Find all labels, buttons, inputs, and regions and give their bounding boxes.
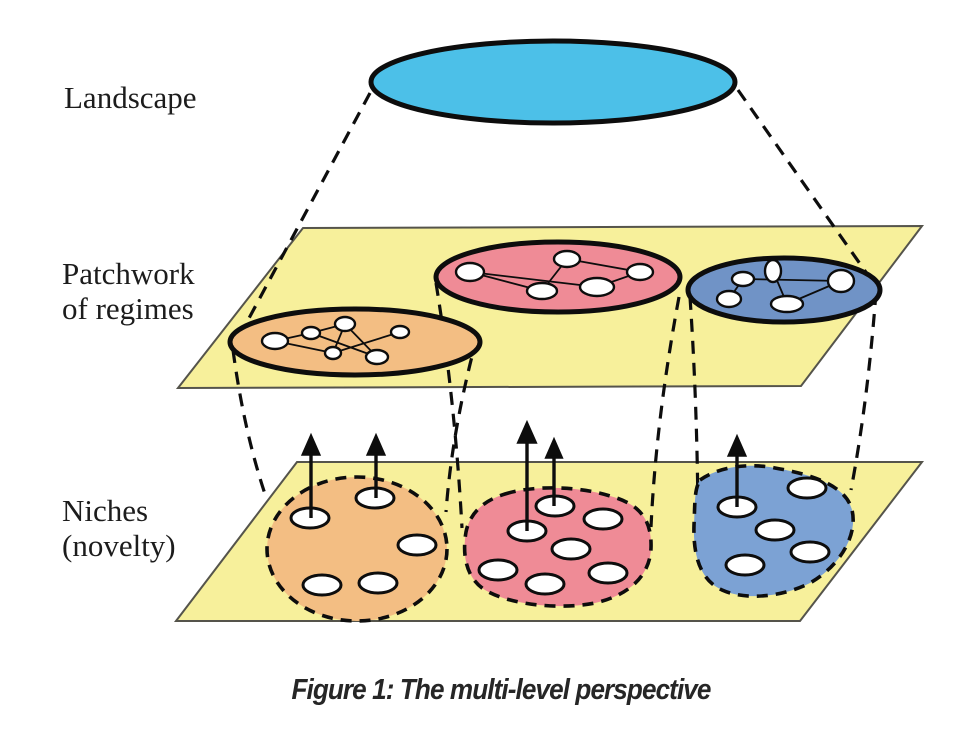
regime-node — [763, 258, 783, 284]
niche-arrow — [365, 432, 387, 498]
niche-arrow — [516, 419, 538, 531]
regime-network-orange — [260, 315, 411, 366]
cone-line-pink-right — [649, 296, 681, 528]
cone-line-landscape-right — [736, 89, 879, 289]
regime-node — [769, 294, 805, 314]
novelty-oval — [789, 540, 831, 564]
landscape-ellipse — [368, 38, 738, 126]
regime-node — [260, 331, 290, 351]
regime-node — [578, 276, 616, 298]
niches-label-line1: Niches — [62, 493, 148, 528]
regime-network-blue — [715, 258, 856, 314]
regime-node — [454, 261, 486, 283]
cone-line-orange-right — [444, 336, 479, 513]
regime-network-pink — [454, 249, 655, 301]
regime-link — [742, 278, 842, 282]
novelty-oval — [357, 571, 399, 595]
regime-node — [552, 249, 582, 269]
regime-node — [525, 281, 559, 301]
regime-node — [389, 324, 411, 340]
novelty-oval — [582, 507, 624, 531]
regime-pink — [433, 239, 683, 315]
regime-node — [715, 289, 743, 309]
regime-link — [332, 331, 401, 354]
regime-ellipse-pink — [433, 239, 683, 315]
regime-ellipse-orange — [227, 306, 483, 378]
regime-link — [310, 332, 378, 358]
novelty-oval — [786, 476, 828, 500]
novelty-oval — [724, 553, 766, 577]
regime-node — [730, 270, 756, 288]
patchwork-label-line1: Patchwork — [62, 256, 195, 291]
niche-arrow — [544, 436, 564, 506]
regime-node — [333, 315, 357, 333]
regime-blue — [685, 255, 883, 325]
novelty-oval — [301, 573, 343, 597]
regime-node — [826, 268, 856, 294]
novelty-oval — [550, 537, 592, 561]
cone-line-blue-right — [849, 291, 878, 491]
niche-arrow — [726, 433, 748, 507]
novelty-oval — [477, 558, 519, 582]
landscape-label: Landscape — [64, 80, 197, 115]
regime-link — [469, 271, 598, 288]
regime-node — [300, 325, 322, 341]
cone-line-landscape-left — [231, 92, 372, 349]
patchwork-label-line2: of regimes — [62, 291, 194, 326]
niche-orange — [265, 475, 449, 623]
novelty-oval — [396, 533, 438, 557]
cone-line-pink-left — [434, 282, 464, 529]
regime-node — [323, 345, 343, 361]
cone-line-blue-left — [688, 296, 700, 515]
novelty-oval — [587, 561, 629, 585]
niche-pink — [462, 486, 653, 608]
niches-label-line2: (novelty) — [62, 528, 176, 563]
novelty-oval — [524, 572, 566, 596]
niche-arrow — [300, 432, 322, 518]
niche-blue — [692, 463, 855, 598]
regime-node — [625, 262, 655, 282]
novelty-oval — [754, 518, 796, 542]
cone-line-orange-left — [231, 349, 268, 498]
regime-node — [364, 348, 390, 366]
regime-orange — [227, 306, 483, 378]
figure-caption: Figure 1: The multi-level perspective — [291, 673, 711, 706]
